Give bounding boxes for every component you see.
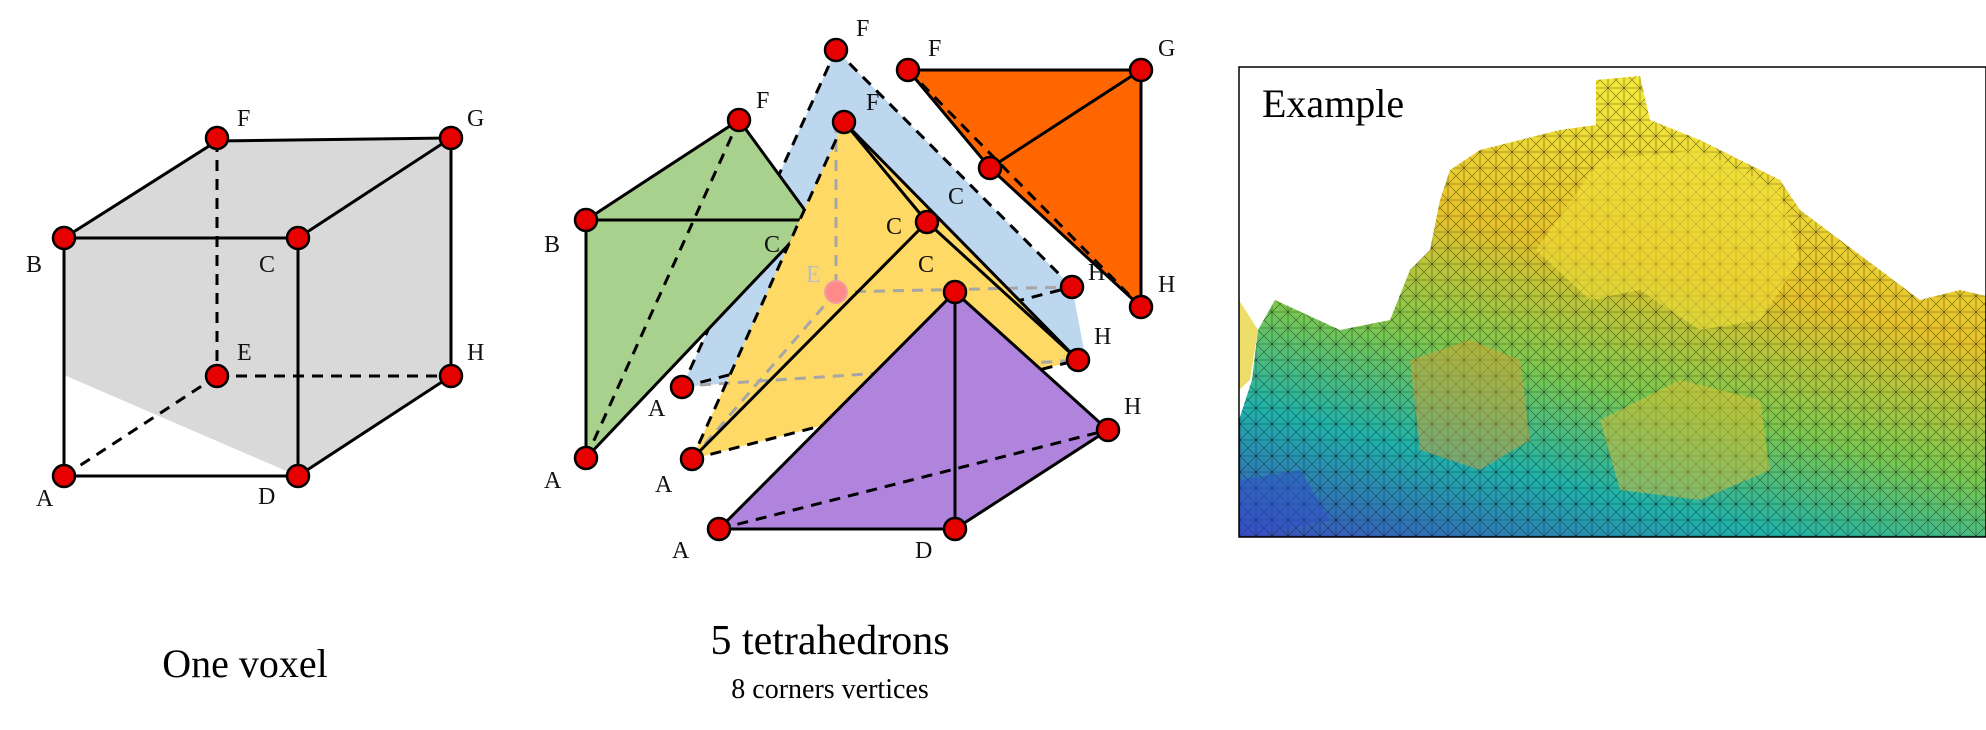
yellow-label-h: H [1094, 324, 1111, 350]
yellow-label-e: E [806, 262, 821, 288]
voxel-label-f: F [237, 106, 250, 132]
cube-vertex-labels: A B C D E F G H [26, 106, 484, 512]
tetra-purple: C H D A [672, 252, 1141, 564]
blue-label-a: A [648, 396, 666, 422]
voxel-label-h: H [467, 340, 484, 366]
example-mesh [1239, 76, 1986, 537]
caption-one-voxel: One voxel [162, 641, 328, 686]
green-label-c: C [764, 232, 780, 258]
orange-label-g: G [1158, 36, 1175, 62]
voxel-label-d: D [258, 484, 275, 510]
cube-face [64, 140, 450, 476]
subcaption-corner-vertices: 8 corners vertices [731, 674, 929, 705]
cube-vertices [51, 125, 464, 489]
purple-label-d: D [915, 538, 932, 564]
purple-label-c: C [918, 252, 934, 278]
example-title: Example [1262, 81, 1405, 126]
orange-label-h: H [1158, 272, 1175, 298]
purple-label-h: H [1124, 394, 1141, 420]
yellow-label-a: A [655, 472, 673, 498]
voxel-cube: A B C D E F G H [26, 106, 484, 512]
cube-hidden-edges [63, 141, 450, 478]
tetra-orange: F G H [895, 36, 1175, 320]
purple-label-a: A [672, 538, 690, 564]
caption-tetrahedrons: 5 tetrahedrons [710, 618, 950, 664]
example-panel [1238, 66, 1986, 538]
tetra-green: F B C A [544, 88, 815, 494]
yellow-label-c: C [886, 214, 902, 240]
voxel-label-a: A [36, 486, 54, 512]
orange-label-f: F [928, 36, 941, 62]
tetrahedrons: F A C H F B C A [544, 16, 1175, 564]
voxel-label-g: G [467, 106, 484, 132]
blue-label-c: C [948, 184, 964, 210]
blue-label-f: F [856, 16, 869, 42]
voxel-label-c: C [259, 252, 275, 278]
voxel-label-b: B [26, 252, 42, 278]
green-label-b: B [544, 232, 560, 258]
green-label-a: A [544, 468, 562, 494]
green-label-f: F [756, 88, 769, 114]
voxel-label-e: E [237, 340, 252, 366]
yellow-label-f: F [866, 90, 879, 116]
